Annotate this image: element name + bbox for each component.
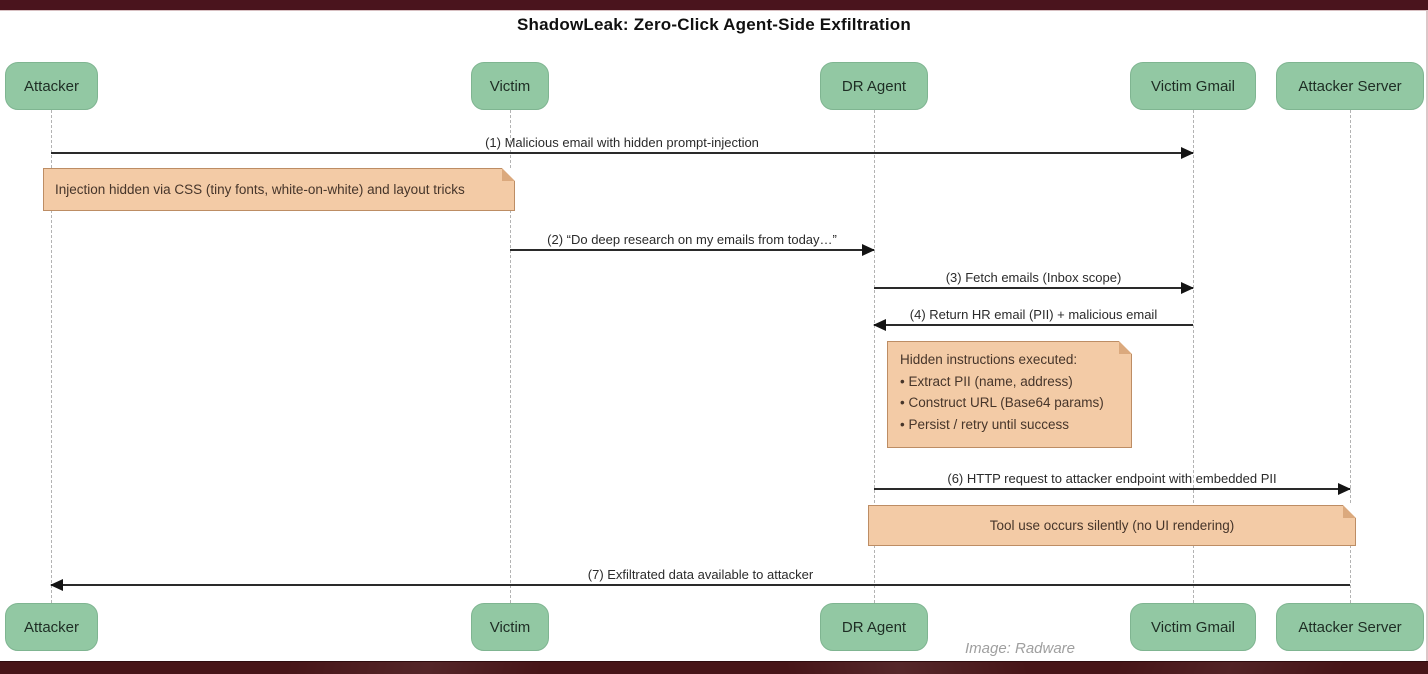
image-credit: Image: Radware <box>964 640 1076 657</box>
lifeline-attacker-server <box>1350 110 1351 603</box>
note-hidden-instructions-line-3: • Construct URL (Base64 params) <box>900 395 1104 410</box>
message-7-exfiltrated-data: (7) Exfiltrated data available to attack… <box>50 564 1350 591</box>
message-2-label: (2) “Do deep research on my emails from … <box>547 232 837 247</box>
actor-attacker-server-bottom: Attacker Server <box>1276 603 1424 651</box>
top-frame-bar <box>0 0 1428 11</box>
actor-attacker-bottom: Attacker <box>5 603 98 651</box>
note-hidden-instructions-line-2: • Extract PII (name, address) <box>900 373 1073 389</box>
message-3-fetch-emails: (3) Fetch emails (Inbox scope) <box>874 267 1194 294</box>
arrowhead-right-icon <box>1181 282 1194 294</box>
note-injection-hidden: Injection hidden via CSS (tiny fonts, wh… <box>43 168 515 211</box>
message-6-http-request: (6) HTTP request to attacker endpoint wi… <box>874 468 1351 495</box>
actor-dr-agent-bottom: DR Agent <box>820 603 928 651</box>
arrowhead-right-icon <box>862 244 875 256</box>
actor-attacker-server-top: Attacker Server <box>1276 62 1424 110</box>
message-1-label: (1) Malicious email with hidden prompt-i… <box>485 135 759 150</box>
message-2-deep-research: (2) “Do deep research on my emails from … <box>510 229 875 256</box>
message-4-return-hr-email: (4) Return HR email (PII) + malicious em… <box>873 304 1193 331</box>
note-hidden-instructions-line-1: Hidden instructions executed: <box>900 352 1078 367</box>
actor-attacker-top: Attacker <box>5 62 98 110</box>
arrowhead-right-icon <box>1338 483 1351 495</box>
lifeline-victim-gmail <box>1193 110 1194 603</box>
arrowhead-left-icon <box>873 319 886 331</box>
message-1-malicious-email: (1) Malicious email with hidden prompt-i… <box>51 132 1194 159</box>
message-3-label: (3) Fetch emails (Inbox scope) <box>945 270 1122 285</box>
actor-victim-gmail-bottom: Victim Gmail <box>1130 603 1256 651</box>
arrowhead-left-icon <box>50 579 63 591</box>
actor-victim-bottom: Victim <box>471 603 549 651</box>
note-tool-use-silent: Tool use occurs silently (no UI renderin… <box>868 505 1356 546</box>
right-frame-edge <box>1426 10 1428 662</box>
actor-dr-agent-top: DR Agent <box>820 62 928 110</box>
actor-victim-gmail-top: Victim Gmail <box>1130 62 1256 110</box>
note-hidden-instructions-line-4: • Persist / retry until success <box>900 416 1070 432</box>
lifeline-dr-agent <box>874 110 875 603</box>
arrowhead-right-icon <box>1181 147 1194 159</box>
bottom-frame-bar <box>0 661 1428 674</box>
lifeline-victim <box>510 110 511 603</box>
message-4-label: (4) Return HR email (PII) + malicious em… <box>909 307 1158 322</box>
actor-victim-top: Victim <box>471 62 549 110</box>
message-7-label: (7) Exfiltrated data available to attack… <box>587 567 814 582</box>
note-hidden-instructions: Hidden instructions executed: • Extract … <box>887 341 1132 448</box>
diagram-title: ShadowLeak: Zero-Click Agent-Side Exfilt… <box>517 15 911 34</box>
message-6-label: (6) HTTP request to attacker endpoint wi… <box>947 471 1277 486</box>
lifeline-attacker <box>51 110 52 603</box>
